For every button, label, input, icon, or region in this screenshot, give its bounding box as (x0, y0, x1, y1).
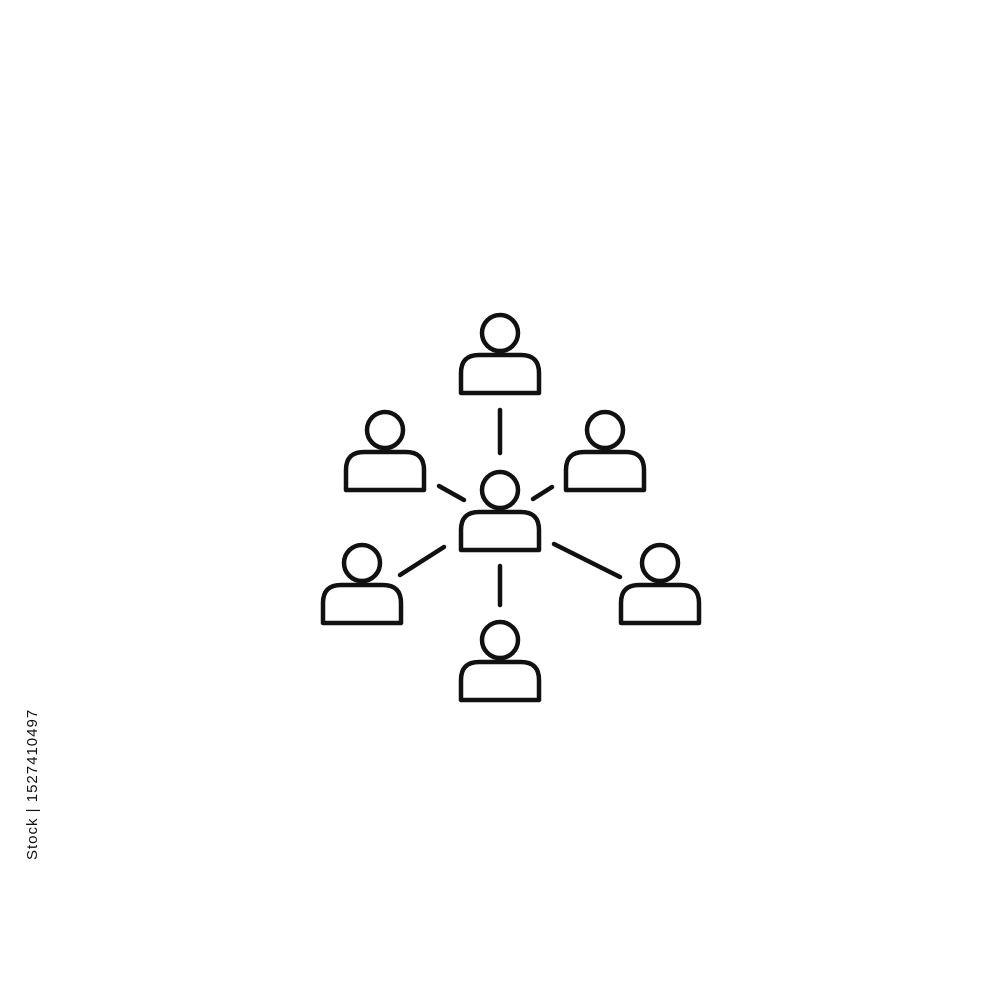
person-icon-lower-left (320, 542, 404, 626)
person-head (364, 409, 406, 451)
person-head (341, 542, 383, 584)
person-body (618, 582, 702, 626)
person-icon-top (458, 312, 542, 396)
person-body (458, 352, 542, 396)
person-nodes (320, 312, 702, 703)
person-head (479, 619, 521, 661)
person-body (320, 582, 404, 626)
connectors (397, 407, 623, 608)
person-body (343, 449, 427, 493)
person-body (458, 659, 542, 703)
connector-line (551, 541, 623, 580)
person-icon-bottom (458, 619, 542, 703)
stock-id-caption: Stock | 1527410497 (24, 708, 41, 860)
person-head (639, 542, 681, 584)
person-icon-lower-right (618, 542, 702, 626)
person-head (479, 312, 521, 354)
person-head (479, 469, 521, 511)
person-body (458, 509, 542, 553)
person-head (584, 409, 626, 451)
person-icon-center (458, 469, 542, 553)
person-icon-upper-left (343, 409, 427, 493)
connector-line (397, 544, 447, 578)
connector-line (530, 484, 555, 502)
person-icon-upper-right (563, 409, 647, 493)
person-body (563, 449, 647, 493)
connector-line (436, 483, 467, 503)
